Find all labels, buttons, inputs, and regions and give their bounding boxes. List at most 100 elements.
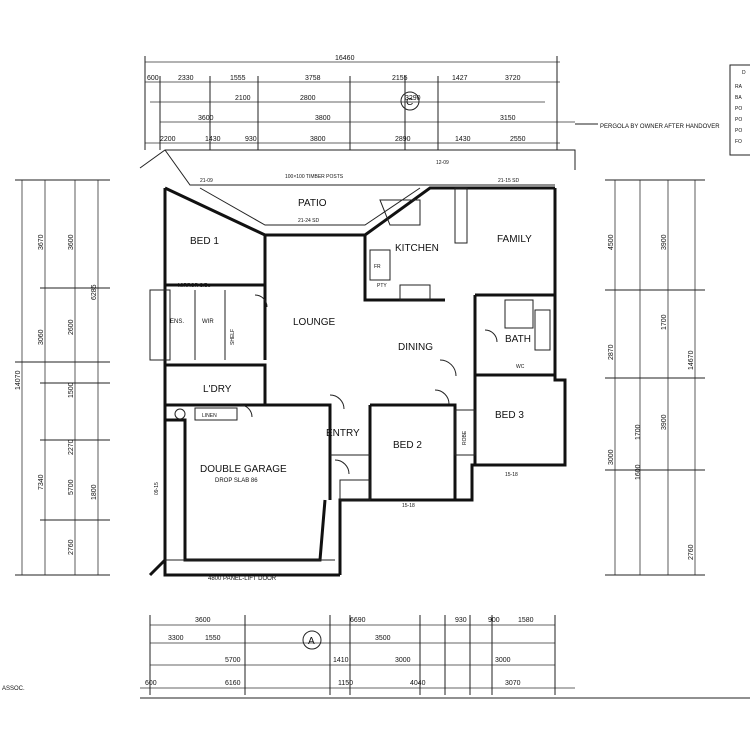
bottom-dim: 1550 xyxy=(205,635,221,642)
window-code: 15-18 xyxy=(402,503,415,509)
top-dim: 1430 xyxy=(205,136,221,143)
grid-marker-c-label: C xyxy=(406,97,413,108)
grid-marker-a-label: A xyxy=(308,636,315,647)
top-dim: 2890 xyxy=(395,136,411,143)
top-dim: 2800 xyxy=(300,95,316,102)
panel-lift-door-note: 4800 PANEL-LIFT DOOR xyxy=(208,576,277,582)
pantry-label: PTY xyxy=(377,283,387,289)
room-bath: BATH xyxy=(505,334,531,345)
door-swings xyxy=(239,294,498,475)
top-dim: 2100 xyxy=(235,95,251,102)
top-dim: 3720 xyxy=(505,75,521,82)
internal-walls xyxy=(149,235,555,501)
bottom-dim: 1410 xyxy=(333,657,349,664)
bottom-dim: 3600 xyxy=(195,617,211,624)
right-dim: 3000 xyxy=(608,449,615,465)
window-code: 09-15 xyxy=(154,482,160,495)
bottom-dim: 4040 xyxy=(410,680,426,687)
right-overall-dim: 14670 xyxy=(688,350,695,370)
garage-slab-note: DROP SLAB 86 xyxy=(215,478,258,484)
right-dim: 2760 xyxy=(688,544,695,560)
right-dimension-chains: 4500 2870 3000 3900 1700 3900 1700 1600 … xyxy=(605,179,705,576)
top-dim: 930 xyxy=(245,136,257,143)
room-ldry: L'DRY xyxy=(203,384,232,395)
legend-letter: D xyxy=(742,70,746,76)
room-labels: BED 1 KITCHEN FAMILY LOUNGE DINING BATH … xyxy=(170,234,532,509)
room-entry: ENTRY xyxy=(326,428,360,439)
bottom-dim: 3500 xyxy=(375,635,391,642)
right-dim: 1600 xyxy=(635,464,642,480)
room-family: FAMILY xyxy=(497,234,532,245)
right-dim: 1700 xyxy=(635,424,642,440)
room-kitchen: KITCHEN xyxy=(395,243,439,254)
top-dim: 1427 xyxy=(452,75,468,82)
top-dim: 3600 xyxy=(198,115,214,122)
right-dim: 1700 xyxy=(661,314,668,330)
bottom-dim: 5700 xyxy=(225,657,241,664)
top-dim: 3290 xyxy=(405,95,421,102)
top-dim: 3150 xyxy=(500,115,516,122)
room-dining: DINING xyxy=(398,342,433,353)
left-dim: 6285 xyxy=(91,284,98,300)
shelf-label: SHELF xyxy=(230,329,236,345)
top-dim: 1430 xyxy=(455,136,471,143)
window-code: 21-24 SD xyxy=(298,218,320,224)
room-bed2: BED 2 xyxy=(393,440,422,451)
left-dim: 3600 xyxy=(68,234,75,250)
legend-letter: RA xyxy=(735,84,743,90)
top-dim: 3800 xyxy=(310,136,326,143)
top-dim: 2550 xyxy=(510,136,526,143)
room-bed3: BED 3 xyxy=(495,410,524,421)
mirror-sd-label: MIRROR S/Ds xyxy=(178,283,211,289)
bottom-dim: 900 xyxy=(488,617,500,624)
left-dim: 1500 xyxy=(68,382,75,398)
title-block-assoc: ASSOC. xyxy=(2,686,25,692)
bottom-dim: 1150 xyxy=(338,680,353,687)
fridge-label: FR xyxy=(374,264,381,270)
window-code: 12-09 xyxy=(436,160,449,166)
patio-roofline: PATIO 100×100 TIMBER POSTS 21-09 21-24 S… xyxy=(139,149,576,244)
room-wir: WIR xyxy=(202,319,214,325)
bottom-dim: 6160 xyxy=(225,680,241,687)
room-garage: DOUBLE GARAGE xyxy=(200,464,287,475)
right-dim: 2870 xyxy=(608,344,615,360)
wc-label: WC xyxy=(516,364,525,370)
left-dim: 3060 xyxy=(38,329,45,345)
left-dimension-chains: 14070 3670 3060 7340 3600 2600 1500 2270… xyxy=(15,179,110,576)
top-dim: 2330 xyxy=(178,75,194,82)
room-lounge: LOUNGE xyxy=(293,317,336,328)
grid-marker-a xyxy=(302,630,322,650)
bottom-dimension-chains: 3600 6690 930 900 1580 3300 1550 3500 57… xyxy=(140,615,575,695)
room-robe: ROBE xyxy=(462,430,468,445)
bottom-dim: 3300 xyxy=(168,635,184,642)
room-patio: PATIO xyxy=(298,198,327,209)
left-dim: 2270 xyxy=(68,439,75,455)
room-bed1: BED 1 xyxy=(190,236,219,247)
top-dim: 3800 xyxy=(315,115,331,122)
bottom-dim: 6690 xyxy=(350,617,366,624)
legend-letter: PO xyxy=(735,106,742,112)
bottom-dim: 3000 xyxy=(495,657,511,664)
right-dim: 3900 xyxy=(661,414,668,430)
top-dim: 600 xyxy=(147,75,159,82)
left-dim: 7340 xyxy=(38,474,45,490)
left-dim: 2760 xyxy=(68,539,75,555)
legend-letter: PO xyxy=(735,117,742,123)
right-dim: 4500 xyxy=(608,234,615,250)
room-ens: ENS. xyxy=(170,319,184,325)
legend-letter: PO xyxy=(735,128,742,134)
room-linen: LINEN xyxy=(202,413,217,419)
legend-letter: FO xyxy=(735,139,742,145)
garage: DOUBLE GARAGE DROP SLAB 86 4800 PANEL-LI… xyxy=(154,407,335,582)
top-dimension-chains: 16460 600 2330 1555 3758 2155 1427 3720 … xyxy=(144,55,575,150)
left-dim: 2600 xyxy=(68,319,75,335)
left-dim: 5700 xyxy=(68,479,75,495)
timber-posts-note: 100×100 TIMBER POSTS xyxy=(285,174,344,180)
left-dim: 3670 xyxy=(38,234,45,250)
window-code: 21-15 SD xyxy=(498,178,520,184)
bottom-dim: 600 xyxy=(145,680,157,687)
top-overall-dim: 16460 xyxy=(335,55,355,62)
right-notes: PERGOLA BY OWNER AFTER HANDOVER D RA BA … xyxy=(575,64,750,156)
bottom-dim: 3070 xyxy=(505,680,521,687)
